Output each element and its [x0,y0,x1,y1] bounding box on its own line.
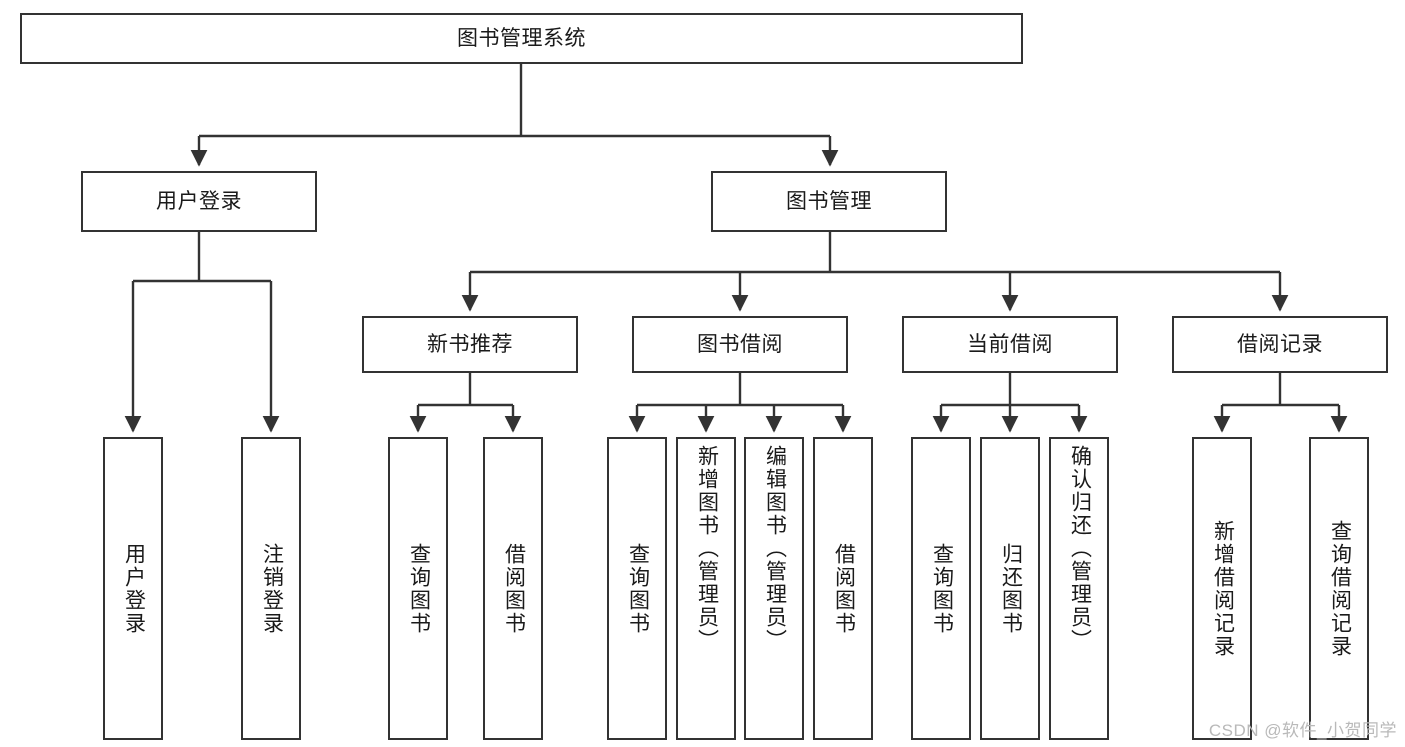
node-book-manage[interactable]: 图书管理 [711,171,947,232]
node-new-book-recommend[interactable]: 新书推荐 [362,316,578,373]
node-book-borrow[interactable]: 图书借阅 [632,316,848,373]
node-leaf-user-logout[interactable]: 注销登录 [241,437,301,740]
node-label: 新增图书（管理员） [695,445,719,652]
node-label: 新增借阅记录 [1211,519,1235,658]
node-leaf-borrow-book-2[interactable]: 借阅图书 [813,437,873,740]
node-label: 确认归还（管理员） [1068,445,1092,652]
node-label: 归还图书 [999,542,1023,635]
node-label: 借阅图书 [832,542,856,635]
node-label: 图书管理系统 [457,26,586,50]
node-leaf-query-record[interactable]: 查询借阅记录 [1309,437,1369,740]
node-label: 借阅记录 [1237,332,1323,356]
node-label: 新书推荐 [427,332,513,356]
node-label: 注销登录 [260,542,284,635]
node-label: 用户登录 [122,542,146,635]
node-label: 查询图书 [407,542,431,635]
node-leaf-query-book-3[interactable]: 查询图书 [911,437,971,740]
node-leaf-query-book-2[interactable]: 查询图书 [607,437,667,740]
node-label: 查询图书 [626,542,650,635]
node-current-borrow[interactable]: 当前借阅 [902,316,1118,373]
node-leaf-query-book-1[interactable]: 查询图书 [388,437,448,740]
node-leaf-borrow-book-1[interactable]: 借阅图书 [483,437,543,740]
node-leaf-edit-book[interactable]: 编辑图书（管理员） [744,437,804,740]
node-leaf-confirm-return[interactable]: 确认归还（管理员） [1049,437,1109,740]
node-label: 当前借阅 [967,332,1053,356]
node-label: 编辑图书（管理员） [763,445,787,652]
node-label: 图书管理 [786,189,872,213]
node-leaf-user-login[interactable]: 用户登录 [103,437,163,740]
node-leaf-add-record[interactable]: 新增借阅记录 [1192,437,1252,740]
node-root-book-management-system[interactable]: 图书管理系统 [20,13,1023,64]
node-borrow-record[interactable]: 借阅记录 [1172,316,1388,373]
node-label: 查询图书 [930,542,954,635]
node-leaf-return-book[interactable]: 归还图书 [980,437,1040,740]
node-user-login[interactable]: 用户登录 [81,171,317,232]
node-label: 图书借阅 [697,332,783,356]
node-label: 用户登录 [156,189,242,213]
node-label: 借阅图书 [502,542,526,635]
node-leaf-add-book[interactable]: 新增图书（管理员） [676,437,736,740]
watermark-text: CSDN @软件_小贺同学 [1208,721,1397,740]
node-label: 查询借阅记录 [1328,519,1352,658]
